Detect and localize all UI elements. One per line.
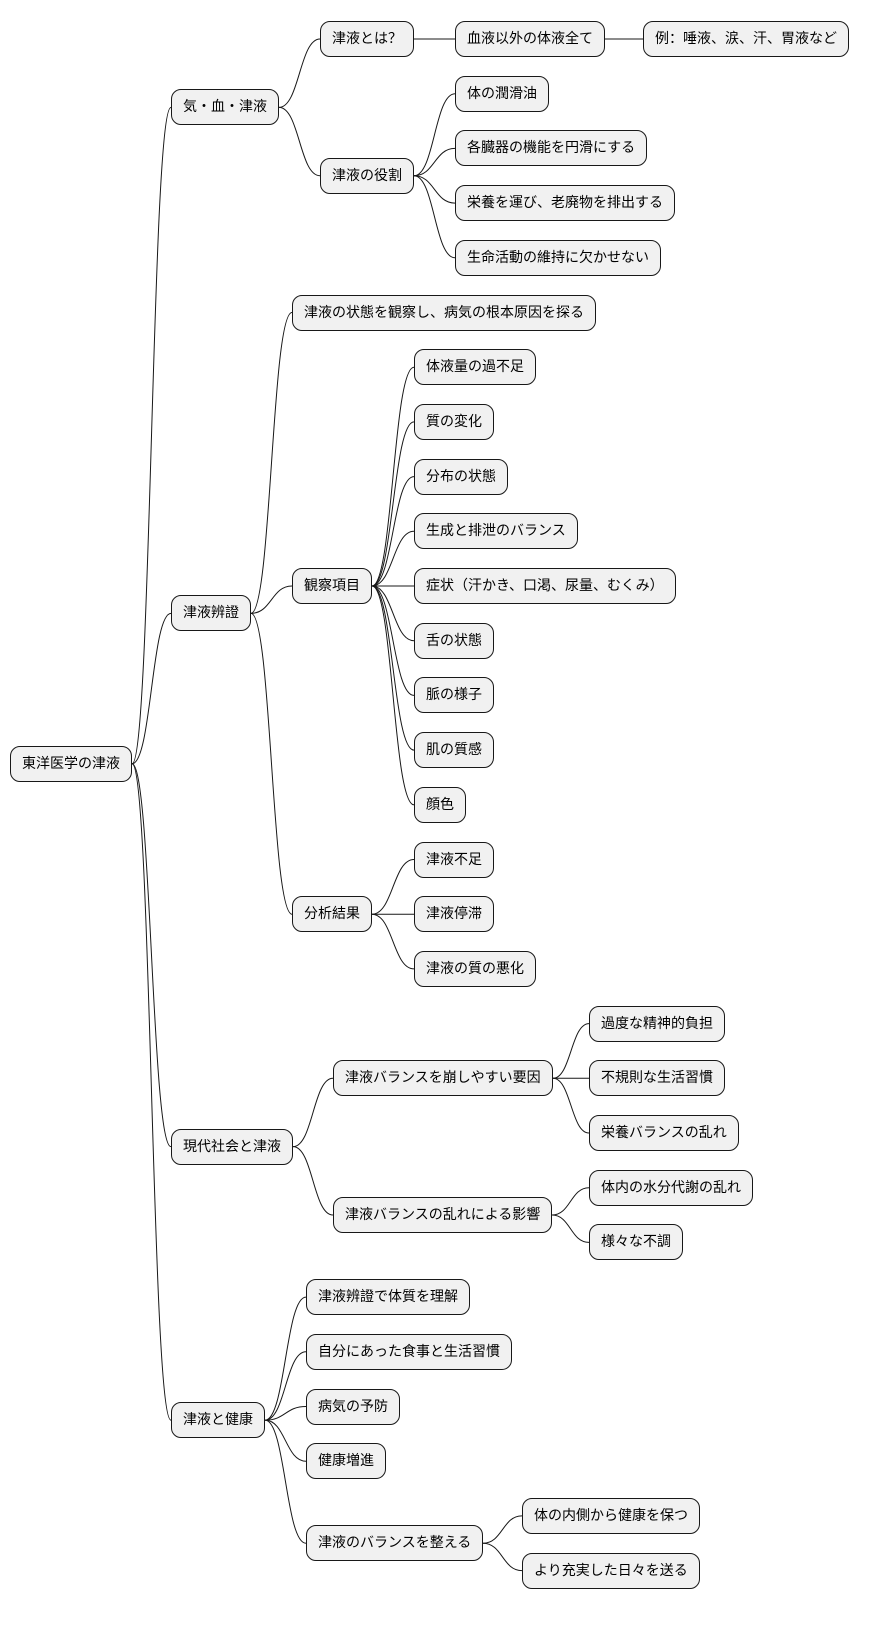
mindmap-node-level-2: 津液バランスを崩しやすい要因 bbox=[333, 1060, 553, 1097]
mindmap-node-level-1: 気・血・津液 bbox=[171, 89, 279, 126]
connector-line bbox=[551, 1214, 590, 1243]
mindmap-node-level-3: 津液の質の悪化 bbox=[414, 950, 536, 987]
connector-line bbox=[552, 1077, 590, 1134]
connector-line bbox=[264, 1419, 307, 1462]
connector-line bbox=[371, 476, 415, 587]
connector-line bbox=[371, 585, 415, 751]
connector-line bbox=[371, 366, 415, 587]
connector-line bbox=[278, 38, 321, 108]
mindmap-node-level-3: 体液量の過不足 bbox=[414, 349, 536, 386]
mindmap-node-level-3: 各臓器の機能を円滑にする bbox=[455, 130, 648, 167]
mindmap-node-level-3: 津液不足 bbox=[414, 841, 494, 878]
mindmap-node-level-2: 分析結果 bbox=[292, 896, 372, 933]
connector-line bbox=[371, 859, 415, 915]
mindmap-node-level-3: 分布の状態 bbox=[414, 458, 508, 495]
mindmap-node-level-3: 顔色 bbox=[414, 786, 466, 823]
mindmap-node-level-3: 体の潤滑油 bbox=[455, 75, 549, 112]
connector-line bbox=[250, 612, 293, 915]
mindmap-node-level-3: 舌の状態 bbox=[414, 622, 494, 659]
connector-line bbox=[131, 763, 172, 1148]
connector-line bbox=[264, 1296, 307, 1421]
connector-line bbox=[131, 612, 172, 765]
mindmap-node-level-2: 津液とは？ bbox=[320, 21, 414, 57]
mindmap-node-level-3: より充実した日々を送る bbox=[522, 1552, 700, 1589]
mindmap-node-level-3: 津液停滞 bbox=[414, 896, 494, 933]
connector-line bbox=[371, 585, 415, 696]
mindmap-node-level-3: 脈の様子 bbox=[414, 677, 494, 714]
connector-line bbox=[264, 1419, 307, 1544]
connector-line bbox=[131, 106, 172, 765]
mindmap-node-level-3: 肌の質感 bbox=[414, 732, 494, 769]
mindmap-node-level-2: 観察項目 bbox=[292, 568, 372, 604]
connector-line bbox=[413, 175, 456, 204]
connector-line bbox=[371, 585, 415, 642]
mindmap-node-level-3: 生命活動の維持に欠かせない bbox=[455, 239, 661, 276]
mindmap-node-level-1: 津液辨證 bbox=[171, 595, 251, 632]
connector-line bbox=[413, 147, 456, 177]
connector-line bbox=[413, 175, 456, 259]
mindmap-root-node: 東洋医学の津液 bbox=[10, 745, 132, 782]
connector-line bbox=[551, 1187, 590, 1216]
mindmap-node-level-3: 様々な不調 bbox=[589, 1224, 683, 1261]
mindmap-node-level-3: 過度な精神的負担 bbox=[589, 1005, 725, 1042]
mindmap-node-level-2: 自分にあった食事と生活習慣 bbox=[306, 1333, 512, 1370]
mindmap-node-level-2: 津液の役割 bbox=[320, 157, 414, 194]
mindmap-node-level-3: 症状（汗かき、口渇、尿量、むくみ） bbox=[414, 568, 676, 604]
mindmap-node-level-2: 津液のバランスを整える bbox=[306, 1525, 484, 1562]
connector-line bbox=[264, 1406, 307, 1421]
connector-line bbox=[250, 312, 293, 614]
connector-line bbox=[482, 1515, 523, 1544]
connector-line bbox=[292, 1077, 334, 1148]
connector-line bbox=[292, 1146, 334, 1216]
connector-line bbox=[371, 530, 415, 587]
mindmap-node-level-3: 体の内側から健康を保つ bbox=[522, 1497, 700, 1534]
connector-line bbox=[371, 585, 415, 806]
mindmap-node-level-3: 栄養を運び、老廃物を排出する bbox=[455, 185, 675, 222]
connector-line bbox=[131, 763, 172, 1421]
mindmap-node-level-2: 津液バランスの乱れによる影響 bbox=[333, 1197, 553, 1234]
connector-line bbox=[264, 1351, 307, 1421]
mindmap-node-level-4: 例：唾液、涙、汗、胃液など bbox=[643, 21, 849, 57]
mindmap-node-level-2: 津液の状態を観察し、病気の根本原因を探る bbox=[292, 294, 596, 331]
connector-line bbox=[413, 93, 456, 177]
mindmap-node-level-2: 健康増進 bbox=[306, 1443, 386, 1480]
connector-line bbox=[482, 1542, 523, 1572]
connector-line bbox=[250, 585, 293, 614]
connector-line bbox=[371, 421, 415, 587]
connector-line bbox=[552, 1023, 590, 1079]
mindmap-node-level-2: 病気の予防 bbox=[306, 1388, 400, 1425]
connector-line bbox=[371, 913, 415, 970]
mindmap-node-level-2: 津液辨證で体質を理解 bbox=[306, 1279, 470, 1316]
connector-line bbox=[278, 106, 321, 177]
mindmap-node-level-3: 質の変化 bbox=[414, 403, 494, 440]
mindmap-node-level-3: 血液以外の体液全て bbox=[455, 21, 605, 57]
mindmap-node-level-3: 生成と排泄のバランス bbox=[414, 513, 578, 550]
mindmap-node-level-3: 不規則な生活習慣 bbox=[589, 1060, 725, 1097]
mindmap-node-level-3: 栄養バランスの乱れ bbox=[589, 1115, 739, 1151]
mindmap-node-level-1: 現代社会と津液 bbox=[171, 1128, 293, 1165]
mindmap-node-level-3: 体内の水分代謝の乱れ bbox=[589, 1169, 753, 1206]
mindmap-node-level-1: 津液と健康 bbox=[171, 1402, 265, 1439]
